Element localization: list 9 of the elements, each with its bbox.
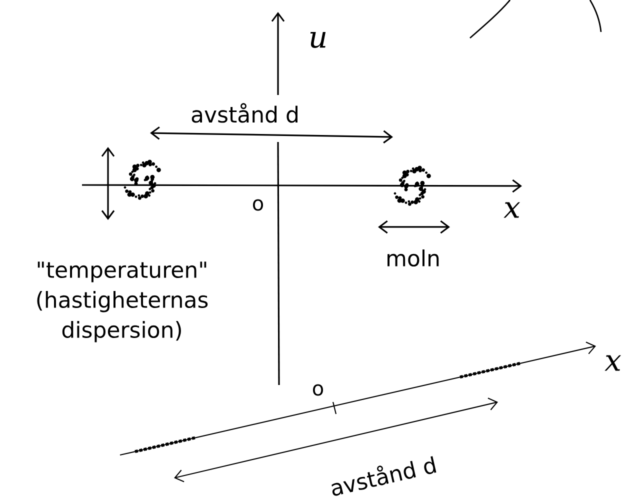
annotation-text: "temperaturen" (hastigheternas dispersion) xyxy=(37,262,208,342)
dimension-label: avstånd d xyxy=(332,456,436,496)
axis-label: x xyxy=(604,355,622,371)
dimension-label: moln xyxy=(388,249,439,266)
dimension-label: avstånd d xyxy=(192,103,298,123)
axis-label: x xyxy=(504,202,520,218)
origin-label: o xyxy=(252,199,264,211)
axis-label: u xyxy=(310,32,326,48)
origin-label: o xyxy=(312,384,324,396)
